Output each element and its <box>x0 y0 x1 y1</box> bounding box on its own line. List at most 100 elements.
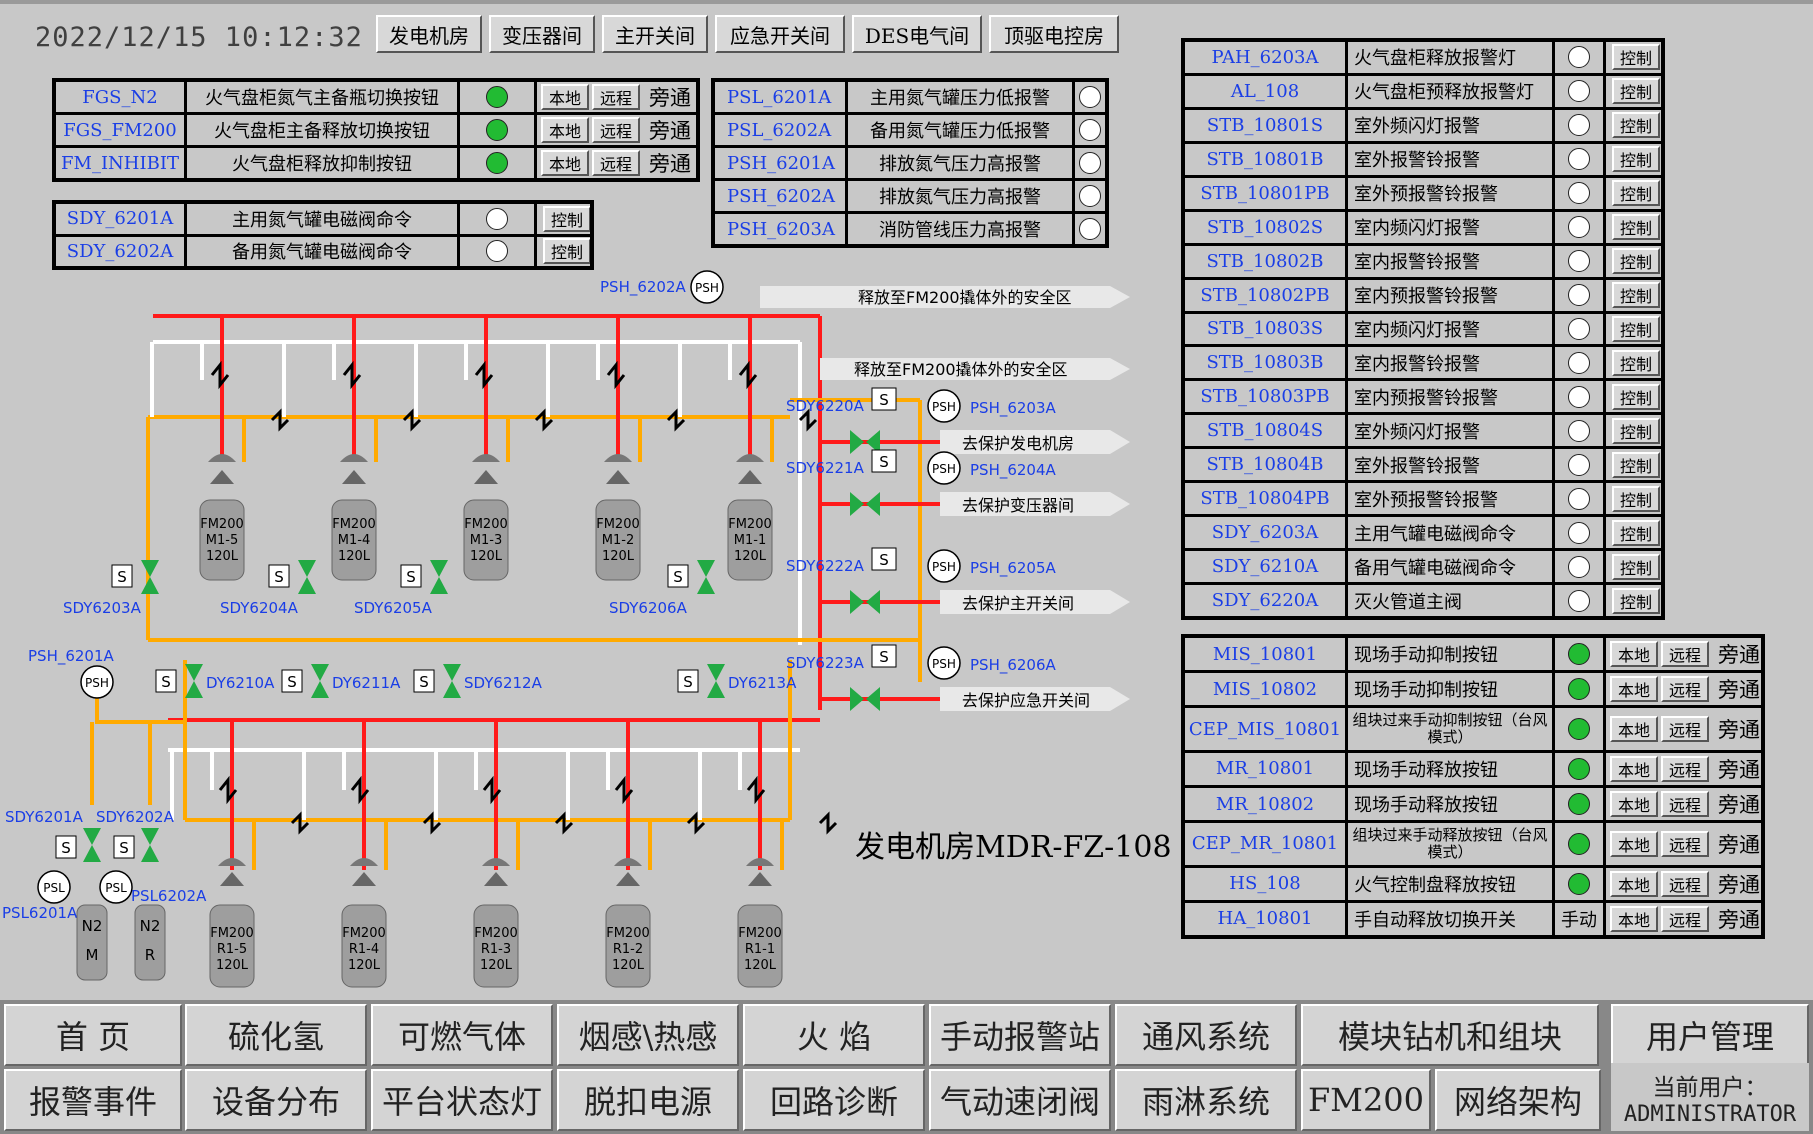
manual-remote-button[interactable]: 远程 <box>1661 791 1710 818</box>
psl-tag: PSL6201A <box>2 904 78 922</box>
alarm-control-button[interactable]: 控制 <box>1612 451 1661 478</box>
check-valve-icon <box>738 360 758 390</box>
alarm-desc: 主用气罐电磁阀命令 <box>1348 517 1552 549</box>
room-button-transformer[interactable]: 变压器间 <box>489 15 595 53</box>
fgs-remote-button[interactable]: 远程 <box>592 84 641 110</box>
manual-remote-button[interactable]: 远程 <box>1661 870 1710 897</box>
nav-button[interactable]: 首 页 <box>4 1004 182 1066</box>
nav-button[interactable]: 手动报警站 <box>929 1004 1111 1066</box>
fgs-local-button[interactable]: 本地 <box>541 117 590 143</box>
fgs-local-button[interactable]: 本地 <box>541 150 590 176</box>
alarm-status-cell <box>1555 177 1603 209</box>
manual-local-button[interactable]: 本地 <box>1610 716 1659 743</box>
alarm-control-button[interactable]: 控制 <box>1612 383 1661 410</box>
alarm-control-button[interactable]: 控制 <box>1612 417 1661 444</box>
status-lamp <box>1568 872 1590 895</box>
manual-bypass-label: 旁通 <box>1718 872 1761 897</box>
check-valve-icon <box>686 811 706 835</box>
room-button-main-switch[interactable]: 主开关间 <box>602 15 708 53</box>
alarm-control-button[interactable]: 控制 <box>1612 519 1661 546</box>
sdy-control-cell: 控制 <box>537 204 590 234</box>
nav-button[interactable]: 设备分布 <box>185 1069 367 1131</box>
fgs-remote-button[interactable]: 远程 <box>592 117 641 143</box>
alarm-control-button[interactable]: 控制 <box>1612 248 1661 275</box>
nav-button[interactable]: 模块钻机和组块 <box>1301 1004 1599 1066</box>
alarm-status-cell <box>1555 585 1603 616</box>
room-button-emergency-switch[interactable]: 应急开关间 <box>715 15 845 53</box>
manual-local-button[interactable]: 本地 <box>1610 676 1659 703</box>
fgs-remote-button[interactable]: 远程 <box>592 150 641 176</box>
room-button-generator[interactable]: 发电机房 <box>376 15 482 53</box>
manual-remote-button[interactable]: 远程 <box>1661 830 1710 857</box>
alarm-control-button[interactable]: 控制 <box>1612 180 1661 207</box>
nav-button[interactable]: 报警事件 <box>4 1069 182 1131</box>
actuator-icon <box>736 454 764 462</box>
valve-icon <box>474 470 498 484</box>
alarm-tag: SDY_6220A <box>1185 585 1345 616</box>
nav-button[interactable]: 雨淋系统 <box>1115 1069 1297 1131</box>
alarm-control-button[interactable]: 控制 <box>1612 146 1661 173</box>
manual-switch-group: 本地远程旁通 <box>1606 752 1761 785</box>
alarm-status-cell <box>1555 517 1603 549</box>
manual-local-button[interactable]: 本地 <box>1610 791 1659 818</box>
alarm-control-button[interactable]: 控制 <box>1612 44 1661 71</box>
psh-tag: PSH_6203A <box>970 399 1057 418</box>
n2-bottle-body <box>134 904 166 981</box>
sdy-control-button[interactable]: 控制 <box>543 205 590 232</box>
bottle-label: R1-4 <box>349 942 379 957</box>
nav-button[interactable]: 可燃气体 <box>371 1004 553 1066</box>
manual-bypass-label: 旁通 <box>1718 832 1761 857</box>
nav-button[interactable]: 平台状态灯 <box>371 1069 553 1131</box>
manual-local-button[interactable]: 本地 <box>1610 870 1659 897</box>
status-lamp <box>486 119 508 141</box>
nav-button[interactable]: 通风系统 <box>1115 1004 1297 1066</box>
nav-button[interactable]: 火 焰 <box>743 1004 925 1066</box>
fgs-status-cell <box>460 82 534 112</box>
nav-button[interactable]: 回路诊断 <box>743 1069 925 1131</box>
manual-local-button[interactable]: 本地 <box>1610 905 1659 932</box>
manual-remote-button[interactable]: 远程 <box>1661 676 1710 703</box>
alarm-control-button[interactable]: 控制 <box>1612 315 1661 342</box>
room-button-topdrive[interactable]: 顶驱电控房 <box>989 15 1119 53</box>
sdy-status-cell <box>460 204 534 234</box>
manual-local-button[interactable]: 本地 <box>1610 755 1659 782</box>
nav-button[interactable]: 气动速闭阀 <box>929 1069 1111 1131</box>
sdy-control-cell: 控制 <box>537 236 590 266</box>
alarm-control-cell: 控制 <box>1606 245 1661 277</box>
alarm-control-button[interactable]: 控制 <box>1612 485 1661 512</box>
manual-remote-button[interactable]: 远程 <box>1661 716 1710 743</box>
fgs-local-button[interactable]: 本地 <box>541 84 590 110</box>
alarm-control-button[interactable]: 控制 <box>1612 214 1661 241</box>
manual-local-button[interactable]: 本地 <box>1610 641 1659 668</box>
sdy-control-button[interactable]: 控制 <box>543 238 590 265</box>
alarm-control-button[interactable]: 控制 <box>1612 282 1661 309</box>
check-valve-icon <box>554 811 574 835</box>
nav-button[interactable]: 硫化氢 <box>185 1004 367 1066</box>
nav-button[interactable]: 脱扣电源 <box>557 1069 739 1131</box>
alarm-control-button[interactable]: 控制 <box>1612 78 1661 105</box>
outlet-destination: 去保护发电机房 <box>962 434 1074 453</box>
datetime: 2022/12/15 10:12:32 <box>35 22 363 53</box>
nav-button[interactable]: FM200 <box>1301 1069 1431 1131</box>
manual-remote-button[interactable]: 远程 <box>1661 641 1710 668</box>
outlet-destination: 去保护应急开关间 <box>962 691 1090 710</box>
room-button-des[interactable]: DES电气间 <box>852 15 982 53</box>
alarm-control-button[interactable]: 控制 <box>1612 553 1661 580</box>
nav-button[interactable]: 用户管理 <box>1611 1004 1809 1066</box>
release-note: 释放至FM200撬体外的安全区 <box>854 360 1068 379</box>
alarm-control-button[interactable]: 控制 <box>1612 587 1661 614</box>
solenoid-valve-icon <box>311 664 329 698</box>
manual-remote-button[interactable]: 远程 <box>1661 755 1710 782</box>
manual-remote-button[interactable]: 远程 <box>1661 905 1710 932</box>
nav-button[interactable]: 网络架构 <box>1435 1069 1601 1131</box>
nav-button[interactable]: 烟感\热感 <box>557 1004 739 1066</box>
alarm-desc: 室外报警铃报警 <box>1348 449 1552 481</box>
gauge-label: PSL <box>105 881 127 895</box>
pressure-tag: PSH_6201A <box>715 148 845 178</box>
manual-local-button[interactable]: 本地 <box>1610 830 1659 857</box>
alarm-control-button[interactable]: 控制 <box>1612 112 1661 139</box>
alarm-control-button[interactable]: 控制 <box>1612 349 1661 376</box>
bottle-label: M1-5 <box>206 533 238 548</box>
gauge-label: PSH <box>85 676 109 690</box>
